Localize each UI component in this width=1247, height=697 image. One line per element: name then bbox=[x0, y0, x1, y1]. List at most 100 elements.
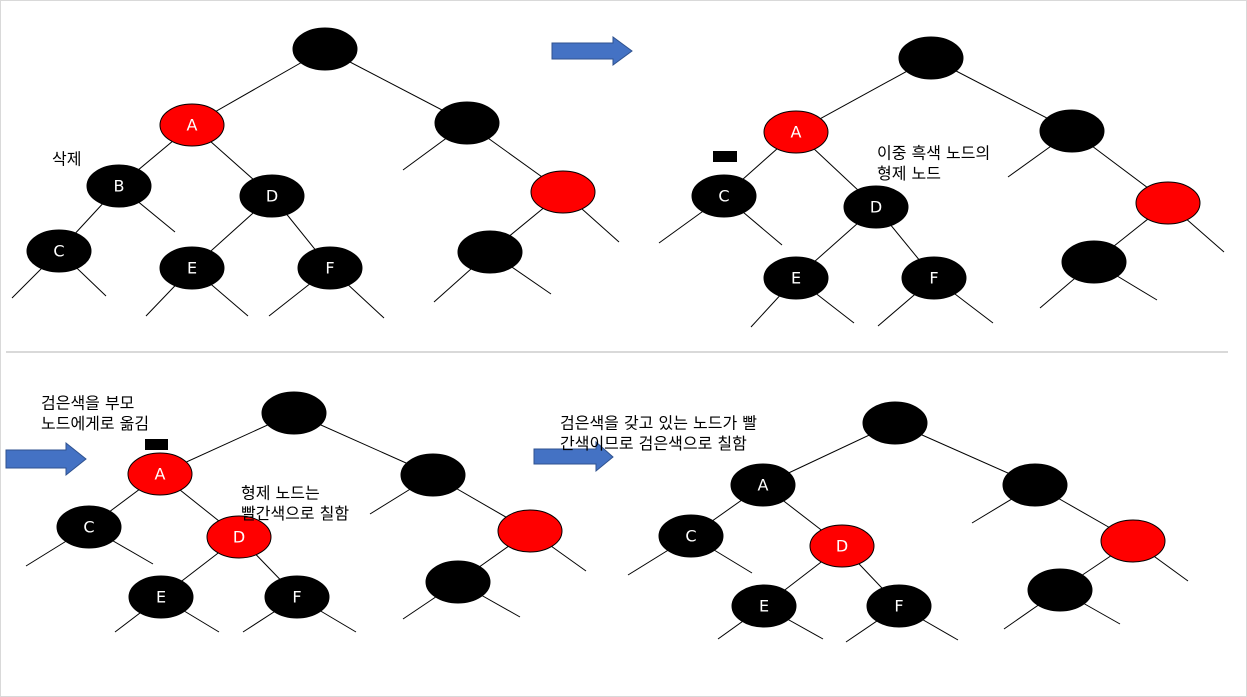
annotation-line: 검은색을 갖고 있는 노드가 빨 bbox=[560, 413, 757, 432]
node-label: E bbox=[187, 259, 197, 278]
node-shape bbox=[1100, 519, 1166, 563]
annotation-text: 삭제 bbox=[52, 149, 81, 168]
node-label: B bbox=[114, 177, 125, 196]
node-shape bbox=[730, 463, 796, 507]
tree-node-f: F bbox=[866, 584, 932, 628]
arrow-right-icon bbox=[533, 440, 614, 473]
node-shape bbox=[1002, 463, 1068, 507]
node-label: C bbox=[718, 187, 729, 206]
node-label: F bbox=[929, 269, 938, 288]
annotation-line: 삭제 bbox=[52, 149, 81, 168]
tree-node-d: D bbox=[239, 174, 305, 218]
tree-node-c: C bbox=[691, 174, 757, 218]
node-shape bbox=[128, 575, 194, 619]
node-shape bbox=[292, 27, 358, 71]
node-label: D bbox=[266, 187, 278, 206]
node-label: D bbox=[233, 528, 245, 547]
tree-node-root bbox=[898, 36, 964, 80]
arrow-right-icon bbox=[5, 441, 87, 477]
node-shape bbox=[843, 185, 909, 229]
node-shape bbox=[434, 101, 500, 145]
node-shape bbox=[56, 505, 122, 549]
node-shape bbox=[457, 230, 523, 274]
tree-node-a: A bbox=[730, 463, 796, 507]
node-shape bbox=[658, 514, 724, 558]
node-shape bbox=[763, 256, 829, 300]
tree-node-d: D bbox=[843, 185, 909, 229]
node-shape bbox=[297, 246, 363, 290]
annotation-line: 형제 노드는 bbox=[241, 483, 320, 502]
node-shape bbox=[159, 103, 225, 147]
annotation-line: 노드에게로 옮김 bbox=[41, 414, 149, 433]
tree-node-right-red bbox=[497, 509, 563, 553]
node-shape bbox=[159, 246, 225, 290]
node-shape bbox=[206, 515, 272, 559]
tree-node-right-black bbox=[457, 230, 523, 274]
tree-node-right-red bbox=[1100, 519, 1166, 563]
node-shape bbox=[763, 110, 829, 154]
node-shape bbox=[1027, 568, 1093, 612]
node-label: D bbox=[870, 198, 882, 217]
annotation-line: 형제 노드 bbox=[877, 164, 941, 183]
double-black-marker bbox=[713, 151, 737, 162]
node-shape bbox=[425, 560, 491, 604]
tree-node-right-red bbox=[1135, 181, 1201, 225]
annotation-line: 검은색을 부모 bbox=[41, 393, 134, 412]
tree-node-e: E bbox=[128, 575, 194, 619]
node-label: D bbox=[836, 537, 848, 556]
node-shape bbox=[862, 401, 928, 445]
tree-node-right-black bbox=[1061, 240, 1127, 284]
node-label: F bbox=[325, 259, 334, 278]
node-label: A bbox=[187, 116, 198, 135]
tree-node-f: F bbox=[297, 246, 363, 290]
tree-node-e: E bbox=[731, 584, 797, 628]
tree-node-d: D bbox=[809, 524, 875, 568]
tree-node-right-black bbox=[1027, 568, 1093, 612]
node-shape bbox=[400, 453, 466, 497]
node-shape bbox=[809, 524, 875, 568]
tree-node-a: A bbox=[763, 110, 829, 154]
tree-node-root bbox=[862, 401, 928, 445]
node-label: E bbox=[791, 269, 801, 288]
annotation-line: 빨간색으로 칠함 bbox=[241, 504, 349, 523]
arrow-right-icon bbox=[551, 36, 633, 66]
tree-node-f: F bbox=[901, 256, 967, 300]
panel-step-1: A B C D E F 삭제 bbox=[11, 27, 620, 319]
tree-node-root bbox=[292, 27, 358, 71]
tree-node-c: C bbox=[26, 229, 92, 273]
node-label: A bbox=[758, 476, 769, 495]
tree-node-f: F bbox=[264, 575, 330, 619]
node-shape bbox=[1039, 109, 1105, 153]
tree-node-right bbox=[400, 453, 466, 497]
node-shape bbox=[261, 391, 327, 435]
double-black-marker bbox=[145, 439, 168, 450]
node-shape bbox=[26, 229, 92, 273]
node-shape bbox=[239, 174, 305, 218]
node-shape bbox=[898, 36, 964, 80]
node-label: F bbox=[894, 597, 903, 616]
node-label: A bbox=[155, 465, 166, 484]
tree-node-right bbox=[434, 101, 500, 145]
node-shape bbox=[731, 584, 797, 628]
node-shape bbox=[264, 575, 330, 619]
node-shape bbox=[901, 256, 967, 300]
node-shape bbox=[530, 170, 596, 214]
tree-node-e: E bbox=[763, 256, 829, 300]
node-shape bbox=[127, 452, 193, 496]
node-shape bbox=[497, 509, 563, 553]
annotation-line: 간색이므로 검은색으로 칠함 bbox=[560, 434, 747, 453]
tree-node-a: A bbox=[159, 103, 225, 147]
tree-node-right bbox=[1002, 463, 1068, 507]
node-shape bbox=[1061, 240, 1127, 284]
tree-node-c: C bbox=[658, 514, 724, 558]
node-shape bbox=[691, 174, 757, 218]
tree-node-c: C bbox=[56, 505, 122, 549]
